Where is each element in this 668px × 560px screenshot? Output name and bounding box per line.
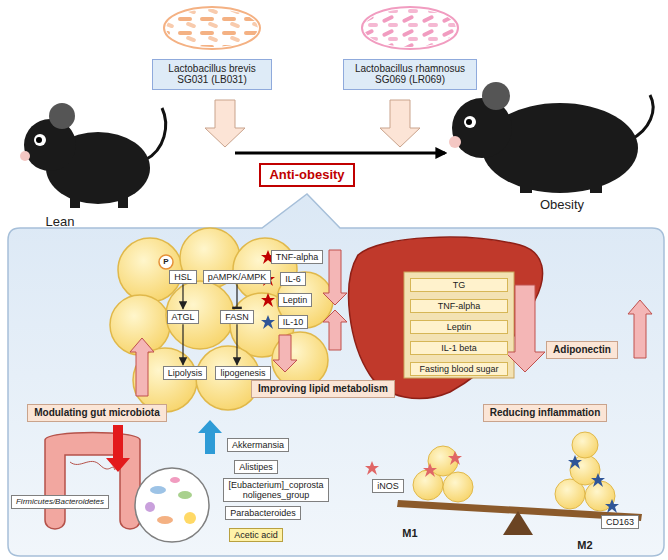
node-text: lipogenesis	[220, 368, 265, 378]
main-arrow	[235, 152, 445, 155]
connector	[236, 324, 237, 365]
strain-box: Lactobacillus rhamnosus SG069 (LR069)	[343, 59, 477, 90]
node-text: ATGL	[172, 312, 195, 322]
node-text: TG	[415, 280, 503, 290]
node-text: CD163	[606, 517, 634, 527]
marker-box: Adiponectin	[546, 341, 618, 359]
node-text: pAMPK/AMPK	[208, 272, 267, 282]
strain-box: Lactobacillus brevis SG031 (LB031)	[152, 59, 272, 90]
phosphate-label: P	[163, 258, 168, 267]
node-text: Leptin	[415, 322, 503, 332]
process-box: lipogenesis	[215, 366, 270, 380]
section-heading: Modulating gut microbiota	[27, 404, 167, 422]
process-box: Lipolysis	[163, 366, 208, 380]
bacteria-oval	[166, 9, 258, 47]
zoom-panel	[8, 194, 664, 556]
taxon-box: Akkermansia	[227, 438, 289, 452]
taxon-box: [Eubacterium]_coprostanoligenes_group	[223, 478, 329, 503]
node-text: IL-6	[285, 274, 301, 284]
node-text: TNF-alpha	[415, 301, 503, 311]
node-text: iNOS	[377, 481, 399, 491]
liver	[349, 237, 543, 398]
bacteria-oval	[364, 9, 456, 47]
node-text: IL-1 beta	[415, 343, 503, 353]
node-text: Lactobacillus brevis SG031 (LB031)	[158, 63, 266, 86]
title-box: Anti-obesity	[259, 163, 354, 188]
section-heading: Improving lipid metabolism	[251, 380, 395, 398]
node-text: IL-10	[283, 317, 304, 327]
node-text: Akkermansia	[232, 440, 284, 450]
obese-mouse	[449, 82, 653, 193]
node-text: HSL	[174, 272, 192, 282]
group-label: Obesity	[540, 198, 584, 212]
seesaw	[365, 432, 642, 535]
microbes	[145, 477, 196, 524]
node-text: Modulating gut microbiota	[34, 407, 160, 419]
block-arrow	[380, 100, 420, 147]
ratio-box: Firmicutes/Bacteroidetes	[11, 495, 109, 508]
node-text: Improving lipid metabolism	[258, 383, 388, 395]
block-arrow	[130, 250, 652, 396]
metabolite-box: Acetic acid	[229, 528, 283, 542]
phosphate	[159, 255, 173, 269]
connector	[182, 324, 183, 365]
bacteria-oval	[164, 7, 260, 49]
node-text: Lactobacillus rhamnosus SG069 (LR069)	[349, 63, 471, 86]
microbe-circle	[135, 468, 209, 542]
marker-box: Leptin	[278, 293, 313, 307]
node-text: Acetic acid	[234, 530, 278, 540]
marker-box: CD163	[601, 515, 639, 529]
node-text: Leptin	[283, 295, 308, 305]
enzyme-box: ATGL	[167, 310, 200, 324]
marker-box: Leptin	[410, 320, 508, 334]
enzyme-box: FASN	[220, 310, 254, 324]
taxon-box: Parabacteroides	[225, 506, 301, 520]
lean-mouse	[20, 103, 166, 208]
connector	[182, 284, 183, 309]
marker-box: IL-6	[280, 272, 306, 286]
node-text: Fasting blood sugar	[415, 364, 503, 374]
node-text: Reducing inflammation	[490, 407, 601, 419]
node-text: Parabacteroides	[230, 508, 296, 518]
marker-box: iNOS	[372, 479, 404, 493]
node-text: Adiponectin	[553, 344, 611, 356]
section-heading: Reducing inflammation	[483, 404, 608, 422]
node-text: Firmicutes/Bacteroidetes	[16, 497, 104, 506]
enzyme-box: pAMPK/AMPK	[203, 270, 272, 284]
marker-box: TNF-alpha	[410, 299, 508, 313]
node-text: [Eubacterium]_coprostanoligenes_group	[228, 480, 324, 501]
intestine	[45, 433, 140, 530]
bacteria-oval	[362, 7, 458, 49]
marker-box: IL-1 beta	[410, 341, 508, 355]
red-arrow	[106, 425, 130, 472]
taxon-box: Alistipes	[234, 460, 278, 474]
connector	[236, 284, 237, 309]
node-text: TNF-alpha	[276, 252, 319, 262]
enzyme-box: HSL	[169, 270, 197, 284]
macrophage-label: M1	[402, 527, 417, 539]
marker-box: TNF-alpha	[271, 250, 324, 264]
block-arrow	[205, 100, 245, 147]
node-text: FASN	[225, 312, 249, 322]
marker-box: TG	[410, 278, 508, 292]
node-text: Alistipes	[239, 462, 273, 472]
node-text: Anti-obesity	[269, 168, 344, 183]
blue-arrow	[198, 420, 222, 454]
marker-box: Fasting blood sugar	[410, 362, 508, 376]
macrophage-label: M2	[577, 539, 592, 551]
node-text: Lipolysis	[168, 368, 203, 378]
group-label: Lean	[46, 215, 75, 229]
marker-box: IL-10	[278, 315, 309, 329]
